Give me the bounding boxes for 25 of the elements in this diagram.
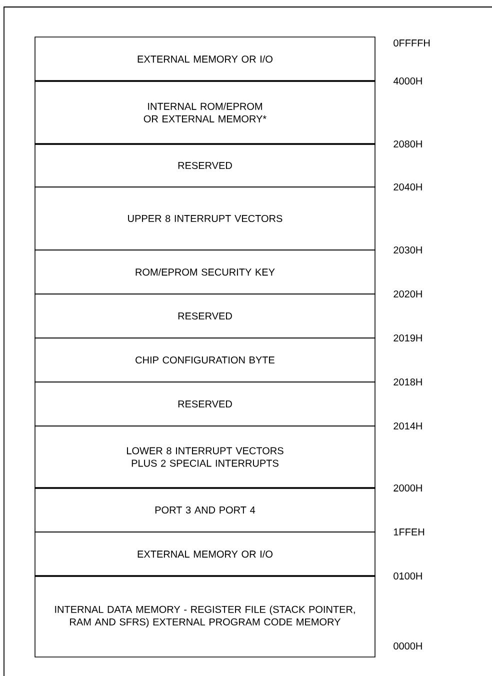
memory-region-box: RESERVED [34,294,376,338]
memory-region-box: EXTERNAL MEMORY OR I/O [34,532,376,576]
memory-region-box: LOWER 8 INTERRUPT VECTORS PLUS 2 SPECIAL INTERRUPTS [34,426,376,488]
address-label: 1FFEH [394,528,424,536]
address-label: 2030H [394,246,422,254]
memory-region-box: INTERNAL ROM/EPROM OR EXTERNAL MEMORY* [34,80,376,144]
address-label: 2040H [394,183,422,191]
memory-region-box: UPPER 8 INTERRUPT VECTORS [34,186,376,250]
address-label: 0000H [394,642,422,650]
address-label: 2020H [394,290,422,298]
memory-region-box: RESERVED [34,144,376,188]
address-label: 2018H [394,378,422,386]
address-label: 0100H [394,572,422,580]
memory-region-box: EXTERNAL MEMORY OR I/O [34,36,376,82]
address-label: 2000H [394,484,422,492]
address-label: 2080H [394,140,422,148]
memory-region-box: PORT 3 AND PORT 4 [34,488,376,532]
address-label: 4000H [393,77,422,85]
memory-region-box: RESERVED [34,382,376,426]
address-label: 2014H [394,422,422,430]
memory-region-box: CHIP CONFIGURATION BYTE [34,338,376,382]
address-label: 0FFFFH [394,39,430,47]
memory-region-box: ROM/EPROM SECURITY KEY [34,250,376,294]
address-label: 2019H [394,334,422,342]
memory-region-box: INTERNAL DATA MEMORY - REGISTER FILE (STACK POINTER, RAM AND SFRS) EXTERNAL PROGRAM CODE MEMORY [34,576,376,658]
